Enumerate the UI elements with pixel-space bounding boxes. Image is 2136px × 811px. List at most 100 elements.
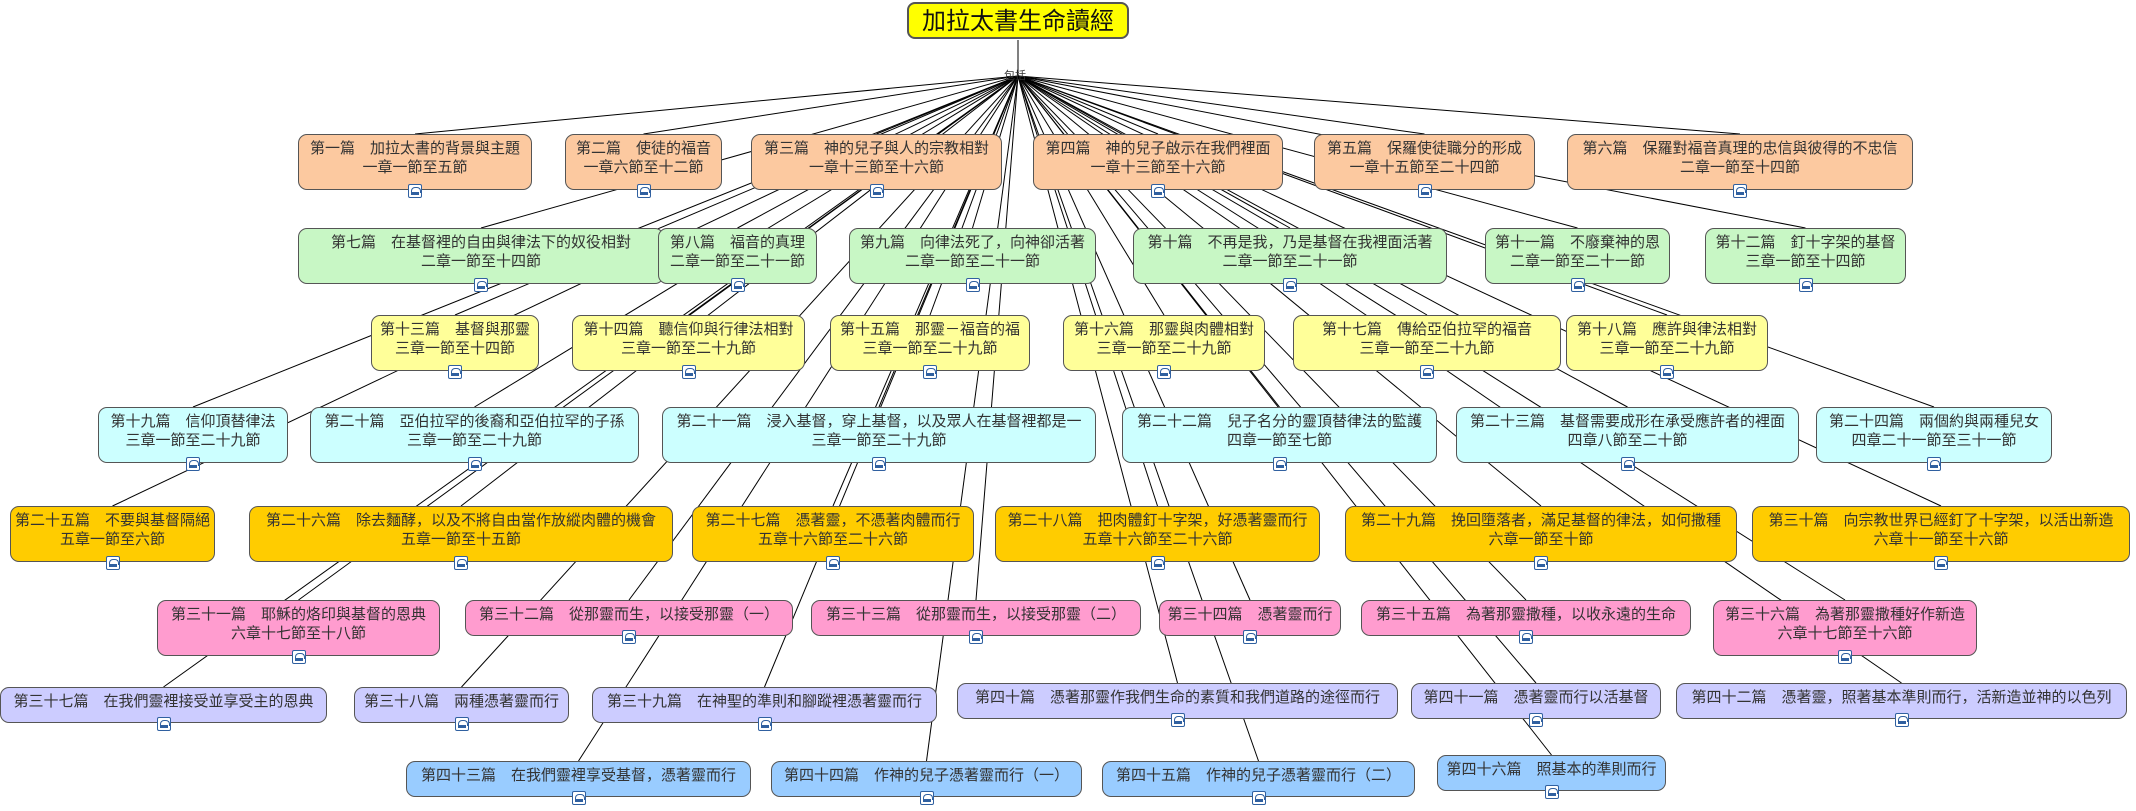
chapter-node-16[interactable]: 第十六篇 那靈與肉體相對三章一節至二十九節 bbox=[1063, 315, 1265, 379]
chapter-node-8[interactable]: 第八篇 福音的真理二章一節至二十一節 bbox=[658, 228, 817, 292]
attachment-icon[interactable] bbox=[872, 457, 886, 471]
chapter-node-46[interactable]: 第四十六篇 照基本的準則而行 bbox=[1437, 755, 1666, 799]
attachment-icon[interactable] bbox=[1151, 184, 1165, 198]
chapter-node-43[interactable]: 第四十三篇 在我們靈裡享受基督，憑著靈而行 bbox=[406, 761, 751, 805]
attachment-icon[interactable] bbox=[1660, 365, 1674, 379]
attachment-icon[interactable] bbox=[757, 717, 772, 731]
chapter-node-42[interactable]: 第四十二篇 憑著靈，照著基本準則而行，活新造並神的以色列 bbox=[1676, 683, 2127, 727]
attachment-icon[interactable] bbox=[454, 556, 468, 570]
chapter-node-26[interactable]: 第二十六篇 除去麵酵，以及不將自由當作放縱肉體的機會五章一節至十五節 bbox=[249, 506, 673, 570]
chapter-title: 第十三篇 基督與那靈 bbox=[379, 320, 530, 338]
chapter-node-12[interactable]: 第十二篇 釘十字架的基督三章一節至十四節 bbox=[1705, 228, 1906, 292]
chapter-node-40[interactable]: 第四十篇 憑著那靈作我們生命的素質和我們道路的途徑而行 bbox=[957, 683, 1398, 727]
chapter-node-37[interactable]: 第三十七篇 在我們靈裡接受並享受主的恩典 bbox=[0, 687, 327, 731]
chapter-node-27[interactable]: 第二十七篇 憑著靈，不憑著肉體而行五章十六節至二十六節 bbox=[692, 506, 974, 570]
chapter-node-33[interactable]: 第三十三篇 從那靈而生，以接受那靈（二） bbox=[811, 600, 1141, 644]
attachment-icon[interactable] bbox=[1620, 457, 1635, 471]
chapter-node-11[interactable]: 第十一篇 不廢棄神的恩二章一節至二十一節 bbox=[1485, 228, 1670, 292]
chapter-title: 第十七篇 傳給亞伯拉罕的福音 bbox=[1321, 320, 1532, 338]
chapter-node-19[interactable]: 第十九篇 信仰頂替律法三章一節至二十九節 bbox=[98, 407, 288, 471]
chapter-node-20[interactable]: 第二十篇 亞伯拉罕的後裔和亞伯拉罕的子孫三章一節至二十九節 bbox=[310, 407, 639, 471]
attachment-icon[interactable] bbox=[408, 184, 422, 198]
chapter-node-32[interactable]: 第三十二篇 從那靈而生，以接受那靈（一） bbox=[465, 600, 793, 644]
chapter-node-30[interactable]: 第三十篇 向宗教世界已經釘了十字架，以活出新造六章十一節至十六節 bbox=[1752, 506, 2130, 570]
chapter-node-23[interactable]: 第二十三篇 基督需要成形在承受應許者的裡面四章八節至二十節 bbox=[1456, 407, 1799, 471]
chapter-node-29[interactable]: 第二十九篇 挽回墮落者，滿足基督的律法，如何撒種六章一節至十節 bbox=[1345, 506, 1737, 570]
chapter-node-6[interactable]: 第六篇 保羅對福音真理的忠信與彼得的不忠信二章一節至十四節 bbox=[1567, 134, 1913, 198]
attachment-icon[interactable] bbox=[923, 365, 937, 379]
chapter-node-9[interactable]: 第九篇 向律法死了，向神卻活著二章一節至二十一節 bbox=[849, 228, 1096, 292]
attachment-icon[interactable] bbox=[1157, 365, 1171, 379]
chapter-node-31[interactable]: 第三十一篇 耶穌的烙印與基督的恩典六章十七節至十八節 bbox=[157, 600, 440, 664]
chapter-title: 第六篇 保羅對福音真理的忠信與彼得的不忠信 bbox=[1582, 139, 1898, 157]
chapter-node-13[interactable]: 第十三篇 基督與那靈三章一節至十四節 bbox=[371, 315, 539, 379]
chapter-node-36[interactable]: 第三十六篇 為著那靈撒種好作新造六章十七節至十六節 bbox=[1713, 600, 1977, 664]
chapter-node-45[interactable]: 第四十五篇 作神的兒子憑著靈而行（二） bbox=[1102, 761, 1415, 805]
attachment-icon[interactable] bbox=[1283, 278, 1297, 292]
attachment-icon[interactable] bbox=[105, 556, 120, 570]
chapter-node-39[interactable]: 第三十九篇 在神聖的準則和腳蹤裡憑著靈而行 bbox=[592, 687, 937, 731]
chapter-node-38[interactable]: 第三十八篇 兩種憑著靈而行 bbox=[354, 687, 569, 731]
branch-label: 包括 bbox=[1004, 69, 1026, 82]
chapter-node-4[interactable]: 第四篇 神的兒子啟示在我們裡面一章十三節至十六節 bbox=[1033, 134, 1283, 198]
attachment-icon[interactable] bbox=[448, 365, 462, 379]
chapter-node-24[interactable]: 第二十四篇 兩個約與兩種兒女四章二十一節至三十一節 bbox=[1816, 407, 2052, 471]
attachment-icon[interactable] bbox=[1417, 184, 1432, 198]
chapter-node-3[interactable]: 第三篇 神的兒子與人的宗教相對一章十三節至十六節 bbox=[751, 134, 1002, 198]
attachment-icon[interactable] bbox=[1519, 630, 1533, 644]
chapter-node-35[interactable]: 第三十五篇 為著那靈撒種，以收永遠的生命 bbox=[1361, 600, 1691, 644]
chapter-node-17[interactable]: 第十七篇 傳給亞伯拉罕的福音三章一節至二十九節 bbox=[1293, 315, 1561, 379]
chapter-title: 第四十一篇 憑著靈而行以活基督 bbox=[1423, 688, 1649, 706]
attachment-icon[interactable] bbox=[1544, 785, 1559, 799]
chapter-node-18[interactable]: 第十八篇 應許與律法相對三章一節至二十九節 bbox=[1566, 315, 1768, 379]
attachment-icon[interactable] bbox=[1272, 457, 1287, 471]
chapter-node-34[interactable]: 第三十四篇 憑著靈而行 bbox=[1159, 600, 1341, 644]
attachment-icon[interactable] bbox=[1570, 278, 1585, 292]
attachment-icon[interactable] bbox=[1251, 791, 1266, 805]
attachment-icon[interactable] bbox=[156, 717, 171, 731]
chapter-node-5[interactable]: 第五篇 保羅使徒職分的形成一章十五節至二十四節 bbox=[1314, 134, 1535, 198]
attachment-icon[interactable] bbox=[1894, 713, 1909, 727]
attachment-icon[interactable] bbox=[186, 457, 200, 471]
attachment-icon[interactable] bbox=[1529, 713, 1543, 727]
chapter-node-15[interactable]: 第十五篇 那靈－福音的福三章一節至二十九節 bbox=[830, 315, 1030, 379]
chapter-node-21[interactable]: 第二十一篇 浸入基督，穿上基督，以及眾人在基督裡都是一三章一節至二十九節 bbox=[662, 407, 1096, 471]
chapter-node-10[interactable]: 第十篇 不再是我，乃是基督在我裡面活著二章一節至二十一節 bbox=[1133, 228, 1447, 292]
attachment-icon[interactable] bbox=[1733, 184, 1747, 198]
attachment-icon[interactable] bbox=[291, 650, 306, 664]
attachment-icon[interactable] bbox=[1838, 650, 1852, 664]
chapter-node-25[interactable]: 第二十五篇 不要與基督隔絕五章一節至六節 bbox=[10, 506, 215, 570]
attachment-icon[interactable] bbox=[919, 791, 934, 805]
attachment-icon[interactable] bbox=[1170, 713, 1185, 727]
chapter-node-7[interactable]: 第七篇 在基督裡的自由與律法下的奴役相對二章一節至十四節 bbox=[298, 228, 664, 292]
attachment-icon[interactable] bbox=[622, 630, 636, 644]
attachment-icon[interactable] bbox=[681, 365, 696, 379]
attachment-icon[interactable] bbox=[636, 184, 651, 198]
chapter-node-41[interactable]: 第四十一篇 憑著靈而行以活基督 bbox=[1411, 683, 1661, 727]
root-node-title[interactable]: 加拉太書生命讀經 bbox=[907, 2, 1129, 39]
attachment-icon[interactable] bbox=[969, 630, 983, 644]
attachment-icon[interactable] bbox=[826, 556, 840, 570]
attachment-icon[interactable] bbox=[869, 184, 884, 198]
attachment-icon[interactable] bbox=[1150, 556, 1165, 570]
attachment-icon[interactable] bbox=[1420, 365, 1434, 379]
chapter-node-28[interactable]: 第二十八篇 把肉體釘十字架，好憑著靈而行五章十六節至二十六節 bbox=[995, 506, 1320, 570]
attachment-icon[interactable] bbox=[474, 278, 488, 292]
chapter-node-22[interactable]: 第二十二篇 兒子名分的靈頂替律法的監護四章一節至七節 bbox=[1122, 407, 1437, 471]
attachment-icon[interactable] bbox=[1534, 556, 1548, 570]
attachment-icon[interactable] bbox=[1798, 278, 1813, 292]
chapter-reference: 四章二十一節至三十一節 bbox=[1851, 431, 2017, 449]
attachment-icon[interactable] bbox=[1934, 556, 1948, 570]
chapter-node-14[interactable]: 第十四篇 聽信仰與行律法相對三章一節至二十九節 bbox=[572, 315, 805, 379]
attachment-icon[interactable] bbox=[454, 717, 469, 731]
chapter-node-1[interactable]: 第一篇 加拉太書的背景與主題一章一節至五節 bbox=[298, 134, 532, 198]
attachment-icon[interactable] bbox=[1927, 457, 1941, 471]
attachment-icon[interactable] bbox=[571, 791, 586, 805]
chapter-node-2[interactable]: 第二篇 使徒的福音一章六節至十二節 bbox=[565, 134, 722, 198]
connector-line-2 bbox=[643, 75, 1019, 135]
attachment-icon[interactable] bbox=[965, 278, 980, 292]
attachment-icon[interactable] bbox=[730, 278, 745, 292]
attachment-icon[interactable] bbox=[467, 457, 482, 471]
chapter-node-44[interactable]: 第四十四篇 作神的兒子憑著靈而行（一） bbox=[771, 761, 1082, 805]
attachment-icon[interactable] bbox=[1243, 630, 1257, 644]
